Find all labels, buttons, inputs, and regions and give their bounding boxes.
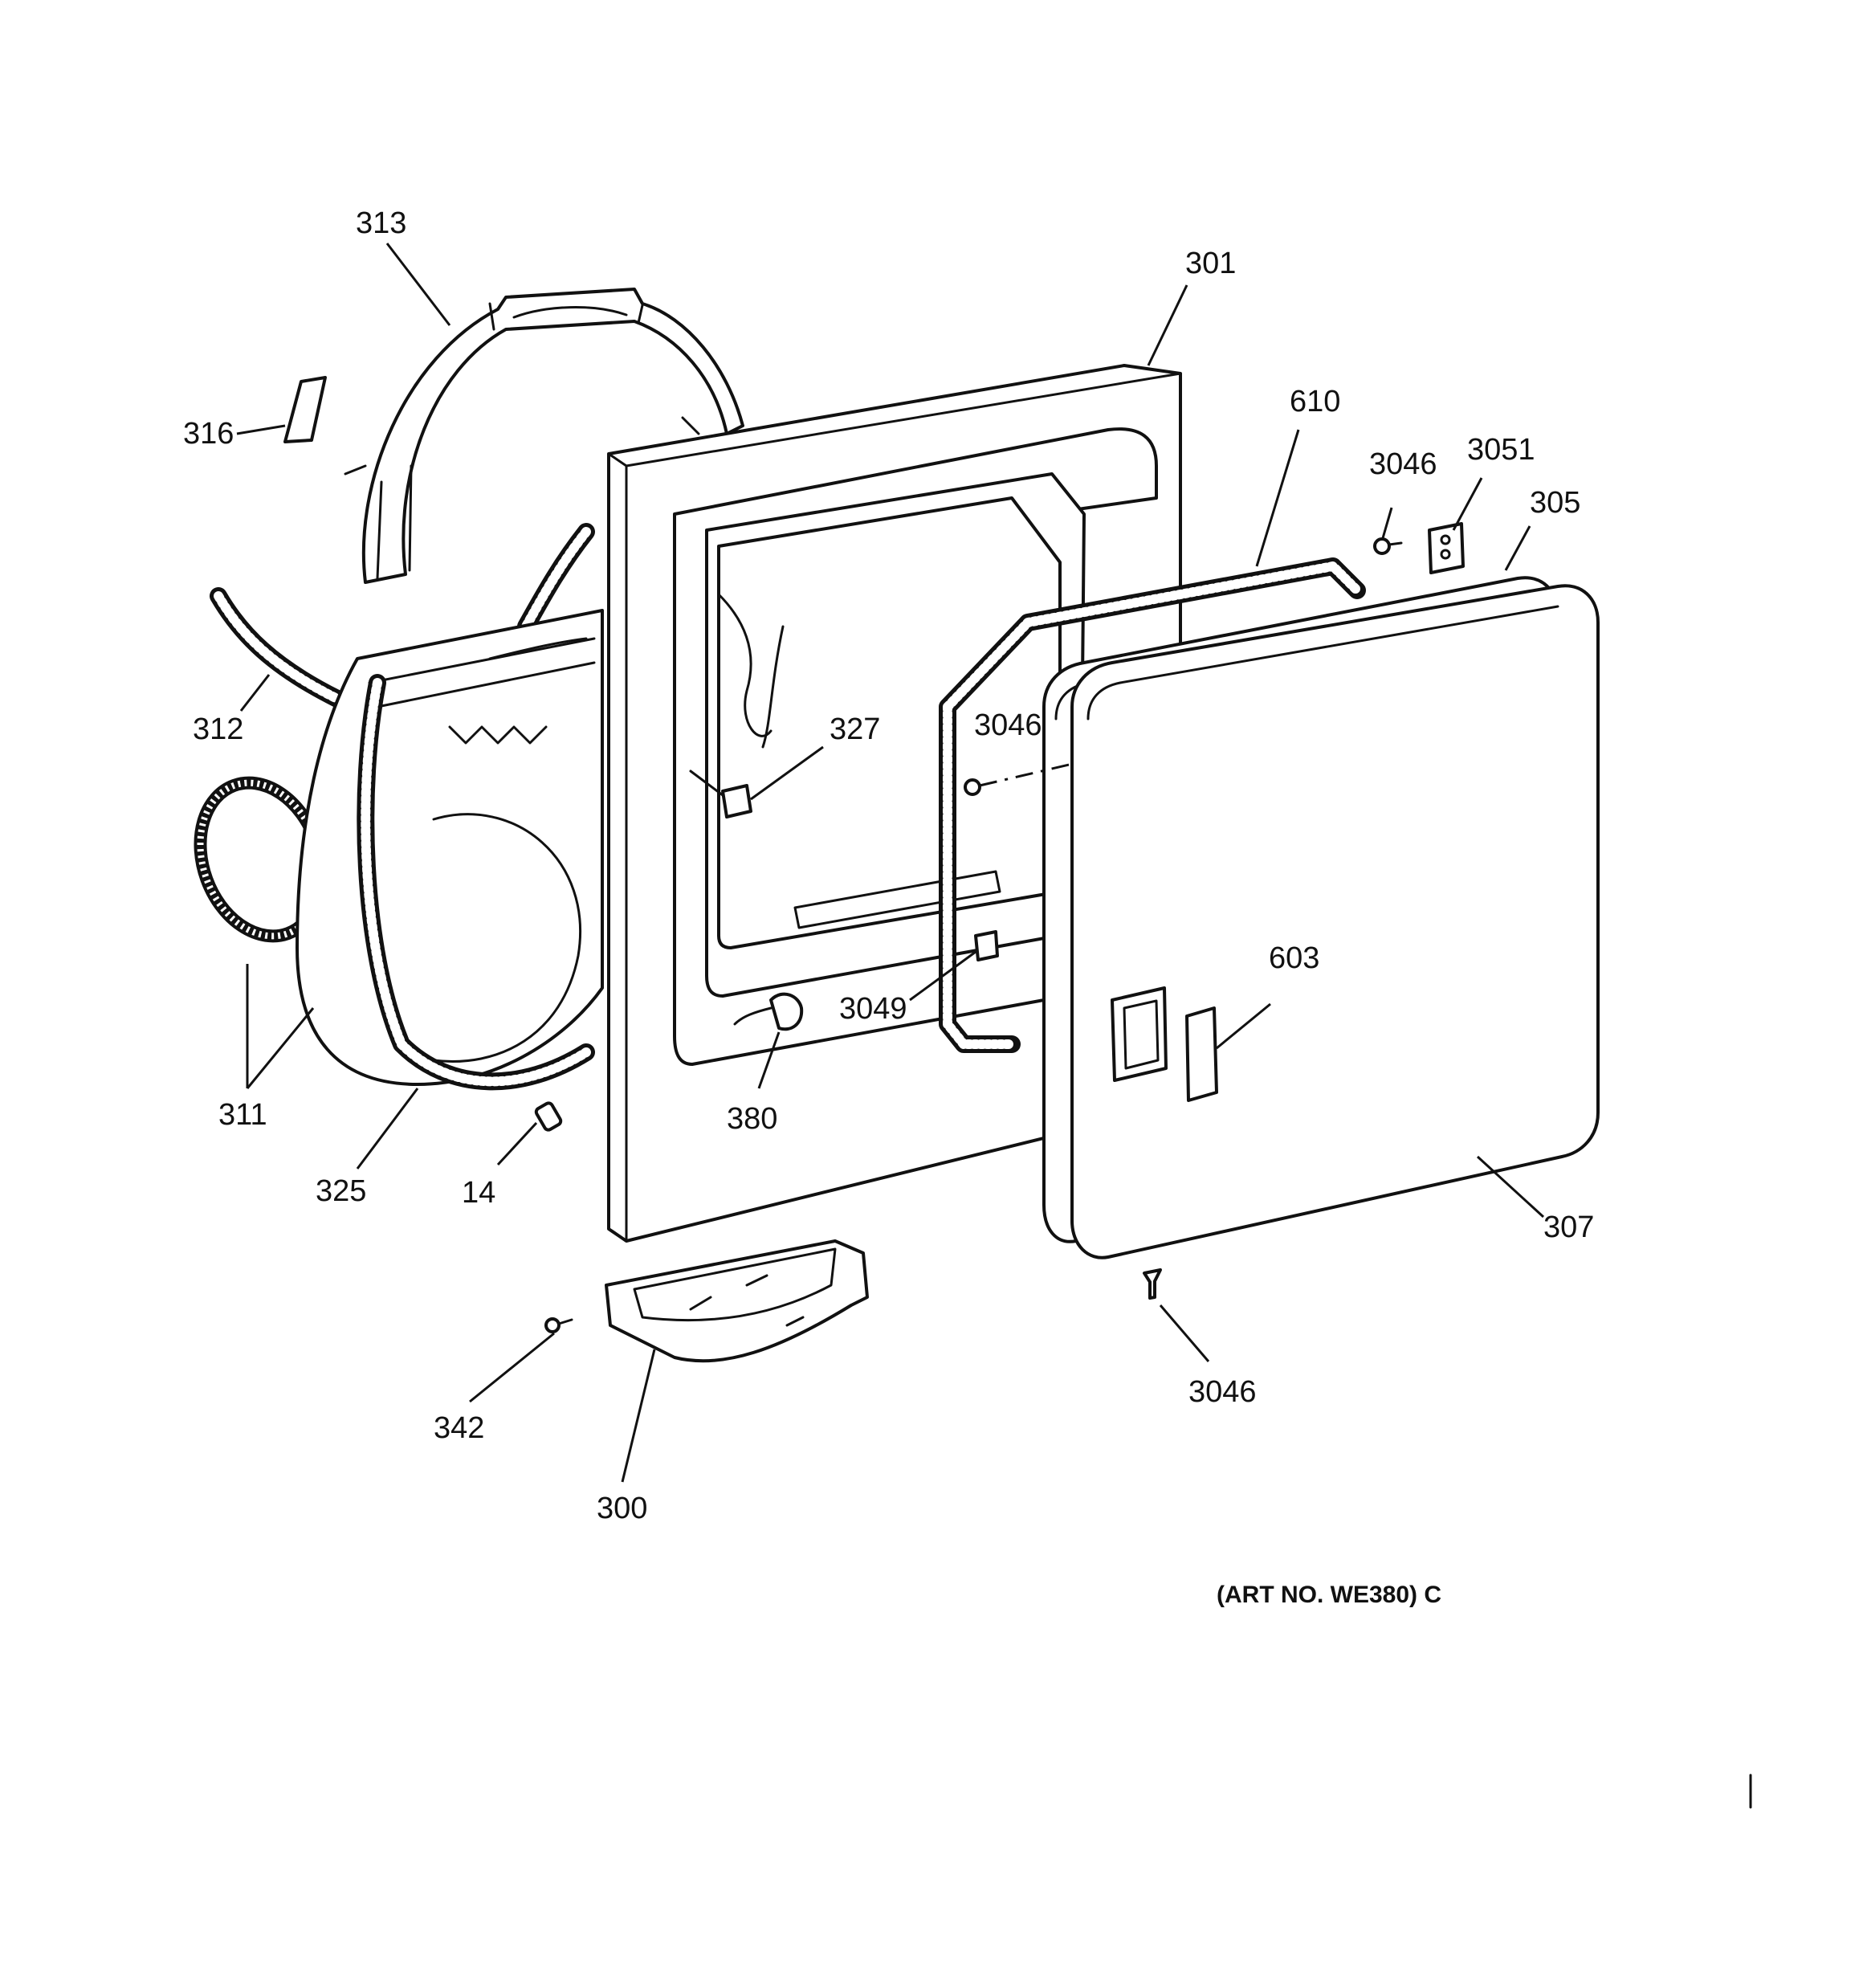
part-603-badge bbox=[1185, 1006, 1218, 1102]
part-305-door-outer bbox=[1070, 584, 1600, 1259]
callout-3049: 3049 bbox=[839, 992, 907, 1026]
callout-3051: 3051 bbox=[1467, 433, 1535, 467]
part-300-lint-housing bbox=[605, 1239, 869, 1363]
callout-3046-bottom: 3046 bbox=[1188, 1375, 1257, 1409]
callout-342: 342 bbox=[434, 1411, 484, 1445]
callout-300: 300 bbox=[597, 1492, 647, 1525]
part-327-door-switch bbox=[689, 769, 752, 818]
part-316-pad bbox=[283, 376, 327, 443]
callout-301: 301 bbox=[1185, 247, 1236, 280]
part-313-front-bulkhead-duct bbox=[344, 288, 744, 584]
part-380-lamp bbox=[733, 992, 804, 1031]
part-610-door-gasket bbox=[939, 557, 1366, 1053]
leader-lines bbox=[236, 243, 1545, 1483]
part-3046-screw-top bbox=[1373, 537, 1403, 555]
callout-316: 316 bbox=[183, 417, 234, 451]
callout-327: 327 bbox=[830, 712, 880, 746]
callout-14: 14 bbox=[462, 1176, 495, 1210]
callout-305: 305 bbox=[1530, 486, 1580, 520]
part-3046-screw-bottom bbox=[1143, 1268, 1162, 1300]
callout-312: 312 bbox=[193, 712, 243, 746]
callout-313: 313 bbox=[356, 206, 406, 240]
callout-380: 380 bbox=[727, 1102, 777, 1136]
callout-325: 325 bbox=[316, 1174, 366, 1208]
callout-610: 610 bbox=[1290, 385, 1340, 418]
callout-3046-top: 3046 bbox=[1369, 447, 1437, 481]
part-3046-screw-mid bbox=[964, 761, 1077, 796]
callout-307: 307 bbox=[1543, 1210, 1594, 1244]
part-312-felt-seal bbox=[210, 523, 595, 708]
part-325-front-bulkhead bbox=[296, 609, 604, 1091]
callout-603: 603 bbox=[1269, 941, 1319, 975]
callout-3046-mid: 3046 bbox=[974, 708, 1042, 742]
part-3049-door-catch bbox=[974, 930, 999, 961]
part-342-screw bbox=[544, 1317, 573, 1333]
part-3051-hinge bbox=[1428, 522, 1465, 574]
part-301-front-panel bbox=[607, 364, 1182, 1243]
art-number: (ART NO. WE380) C bbox=[1217, 1582, 1441, 1608]
callout-labels: 313 316 312 311 325 14 301 327 380 3049 … bbox=[183, 206, 1594, 1525]
part-14-clip bbox=[534, 1101, 563, 1132]
callout-311: 311 bbox=[218, 1098, 267, 1132]
